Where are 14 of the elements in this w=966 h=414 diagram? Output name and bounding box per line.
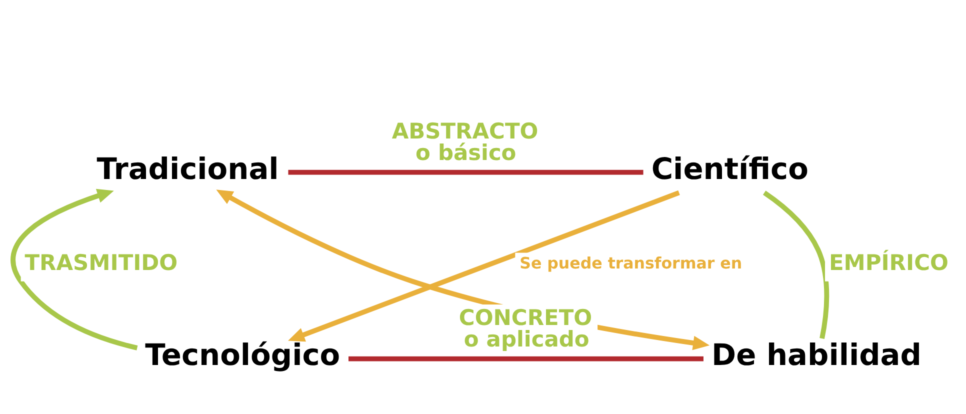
connector	[288, 169, 644, 174]
edge-label: CONCRETO o aplicado	[458, 305, 592, 352]
connector	[348, 356, 704, 361]
arrow	[10, 188, 138, 350]
edge-label: EMPÍRICO	[828, 250, 948, 276]
node-text: Tradicional	[96, 151, 279, 186]
arrow	[288, 190, 680, 342]
connector	[762, 190, 830, 338]
node-text: Científico	[651, 151, 808, 186]
node-text: De habilidad	[712, 338, 922, 372]
edge-label: ABSTRACTO o básico	[392, 118, 538, 166]
edge-label: Se puede transformar en	[520, 252, 742, 272]
node-text: Tecnológico	[145, 338, 340, 372]
edge-label: TRASMITIDO	[24, 250, 178, 276]
